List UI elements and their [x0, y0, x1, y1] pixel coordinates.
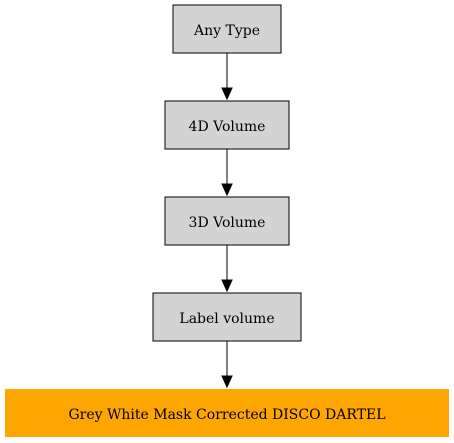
edge-4d-volume-to-3d-volume — [221, 149, 233, 197]
node-grey-white-mask[interactable]: Grey White Mask Corrected DISCO DARTEL — [5, 389, 449, 437]
node-label-any-type: Any Type — [193, 23, 260, 39]
node-3d-volume[interactable]: 3D Volume — [164, 196, 290, 246]
edge-any-type-to-4d-volume — [221, 53, 233, 101]
node-label-4d-volume: 4D Volume — [189, 119, 266, 135]
node-label-grey-white-mask: Grey White Mask Corrected DISCO DARTEL — [68, 407, 385, 423]
node-label-volume[interactable]: Label volume — [152, 292, 302, 342]
edge-3d-volume-to-label-volume — [221, 245, 233, 293]
node-label-label-volume: Label volume — [179, 311, 274, 327]
edge-label-volume-to-grey-white-mask — [221, 341, 233, 389]
node-any-type[interactable]: Any Type — [172, 4, 282, 54]
node-4d-volume[interactable]: 4D Volume — [164, 100, 290, 150]
node-label-3d-volume: 3D Volume — [189, 215, 266, 231]
